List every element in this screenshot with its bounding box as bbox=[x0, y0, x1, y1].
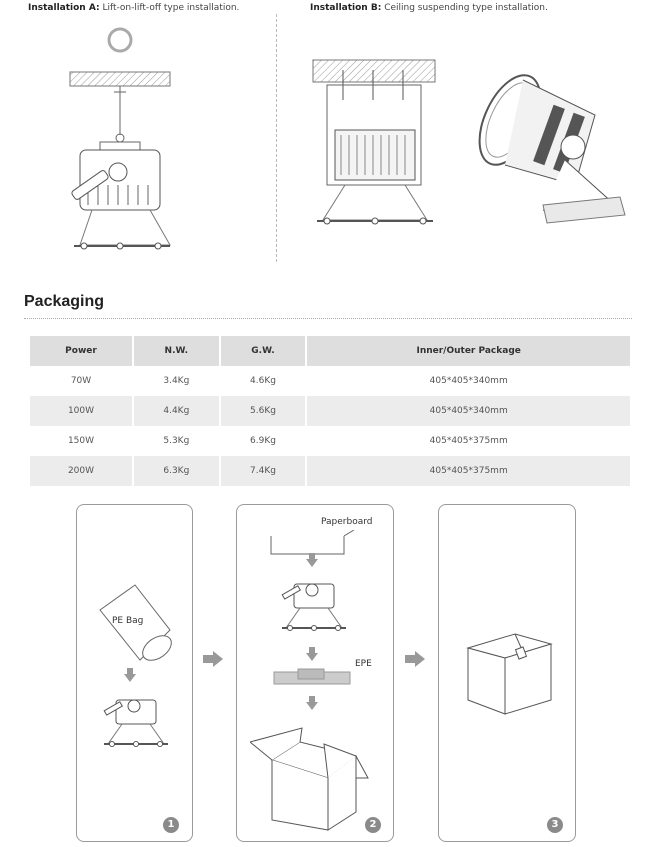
open-box-illustration bbox=[250, 727, 369, 831]
floodlight-illustration bbox=[478, 74, 626, 224]
column-header-net-weight: N.W. bbox=[133, 336, 219, 366]
table-row: 150W 5.3Kg 6.9Kg 405*405*375mm bbox=[30, 426, 630, 456]
step-number-3: 3 bbox=[547, 817, 563, 833]
table-cell: 6.3Kg bbox=[133, 456, 219, 486]
installation-b-label: Installation B: bbox=[310, 3, 382, 13]
table-cell: 4.6Kg bbox=[220, 366, 306, 396]
arrow-right-icon bbox=[203, 651, 223, 667]
table-cell: 3.4Kg bbox=[133, 366, 219, 396]
arrow-down-icon bbox=[306, 647, 318, 661]
paperboard-label: Paperboard bbox=[321, 517, 373, 527]
table-cell: 70W bbox=[30, 366, 132, 396]
table-cell: 5.3Kg bbox=[133, 426, 219, 456]
pe-bag-illustration bbox=[99, 584, 172, 661]
table-cell: 7.4Kg bbox=[220, 456, 306, 486]
installation-b-caption: Installation B: Ceiling suspending type … bbox=[310, 3, 548, 13]
epe-label: EPE bbox=[355, 659, 372, 669]
table-cell: 200W bbox=[30, 456, 132, 486]
table-cell: 4.4Kg bbox=[133, 396, 219, 426]
ring-icon bbox=[107, 27, 133, 53]
packaging-title: Packaging bbox=[24, 293, 105, 310]
installation-a-caption: Installation A: Lift-on-lift-off type in… bbox=[28, 3, 239, 13]
column-header-package: Inner/Outer Package bbox=[307, 336, 630, 366]
packaging-table: Power N.W. G.W. Inner/Outer Package 70W … bbox=[28, 336, 632, 486]
pe-bag-label: PE Bag bbox=[112, 616, 144, 626]
step-number-2: 2 bbox=[365, 817, 381, 833]
table-header-row: Power N.W. G.W. Inner/Outer Package bbox=[30, 336, 630, 366]
arrow-down-icon bbox=[306, 553, 318, 567]
table-cell: 405*405*340mm bbox=[307, 396, 630, 426]
table-cell: 405*405*340mm bbox=[307, 366, 630, 396]
table-cell: 6.9Kg bbox=[220, 426, 306, 456]
packaging-divider bbox=[24, 318, 632, 319]
lamp-small-illustration bbox=[103, 699, 168, 747]
arrow-right-icon bbox=[405, 651, 425, 667]
table-cell: 100W bbox=[30, 396, 132, 426]
step-number-1: 1 bbox=[163, 817, 179, 833]
installation-a-illustration bbox=[69, 27, 171, 250]
arrow-down-icon bbox=[306, 696, 318, 710]
table-cell: 5.6Kg bbox=[220, 396, 306, 426]
installation-b-text: Ceiling suspending type installation. bbox=[384, 3, 548, 13]
arrow-down-icon bbox=[124, 668, 136, 682]
closed-box-illustration bbox=[466, 633, 553, 715]
installation-a-label: Installation A: bbox=[28, 3, 100, 13]
installation-divider bbox=[276, 14, 277, 262]
paperboard-illustration bbox=[270, 530, 355, 555]
step-1-panel bbox=[76, 504, 193, 842]
column-header-power: Power bbox=[30, 336, 132, 366]
table-row: 70W 3.4Kg 4.6Kg 405*405*340mm bbox=[30, 366, 630, 396]
epe-foam-illustration bbox=[273, 668, 351, 685]
table-row: 100W 4.4Kg 5.6Kg 405*405*340mm bbox=[30, 396, 630, 426]
table-cell: 405*405*375mm bbox=[307, 426, 630, 456]
column-header-gross-weight: G.W. bbox=[220, 336, 306, 366]
table-cell: 150W bbox=[30, 426, 132, 456]
lamp-small-illustration bbox=[281, 583, 346, 631]
table-row: 200W 6.3Kg 7.4Kg 405*405*375mm bbox=[30, 456, 630, 486]
installation-a-text: Lift-on-lift-off type installation. bbox=[102, 3, 240, 13]
installation-b-illustration bbox=[312, 59, 436, 225]
table-cell: 405*405*375mm bbox=[307, 456, 630, 486]
